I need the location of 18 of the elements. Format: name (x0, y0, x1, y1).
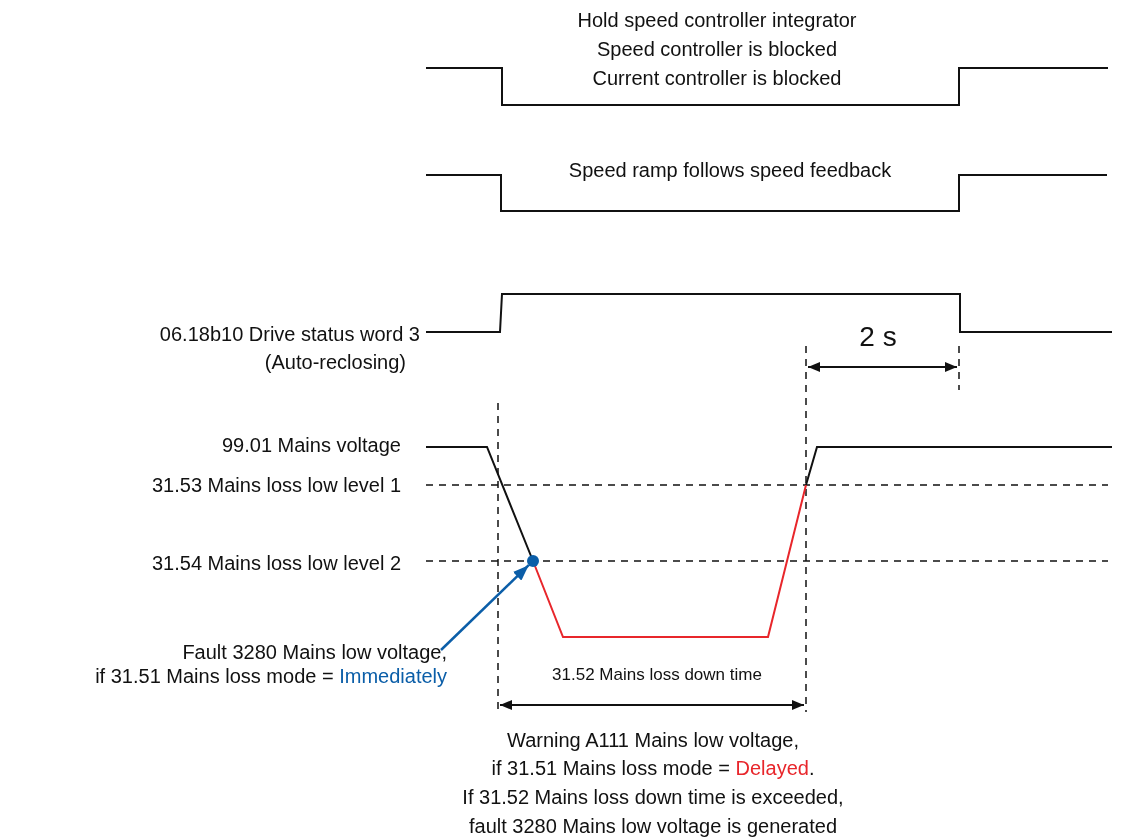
note-text: Warning A111 Mains low voltage, (507, 728, 799, 752)
callout-text: Fault 3280 Mains low voltage, if 31.51 Mains loss mode = Immediately (95, 640, 447, 688)
signal-label: Current controller is blocked (592, 66, 842, 90)
signal-label: Speed controller is blocked (596, 37, 838, 61)
signal-label: Hold speed controller integrator (577, 8, 857, 32)
level-label: 31.54 Mains loss low level 2 (152, 551, 401, 575)
note-text: If 31.52 Mains loss down time is exceeded, (462, 785, 844, 809)
signal-label: 99.01 Mains voltage (222, 433, 401, 457)
level-label: 31.53 Mains loss low level 1 (152, 473, 401, 497)
leader-line (440, 564, 530, 651)
dimension-label: 2 s (859, 320, 897, 354)
signal-label: 06.18b10 Drive status word 3 (159, 322, 420, 346)
note-text: fault 3280 Mains low voltage is generated (469, 814, 837, 838)
dimension-label: 31.52 Mains loss down time (552, 665, 762, 685)
note-text: if 31.51 Mains loss mode = Delayed. (491, 756, 815, 780)
signal-label: (Auto-reclosing) (264, 350, 406, 374)
signal-label: Speed ramp follows speed feedback (568, 158, 892, 182)
point-marker (527, 555, 539, 567)
